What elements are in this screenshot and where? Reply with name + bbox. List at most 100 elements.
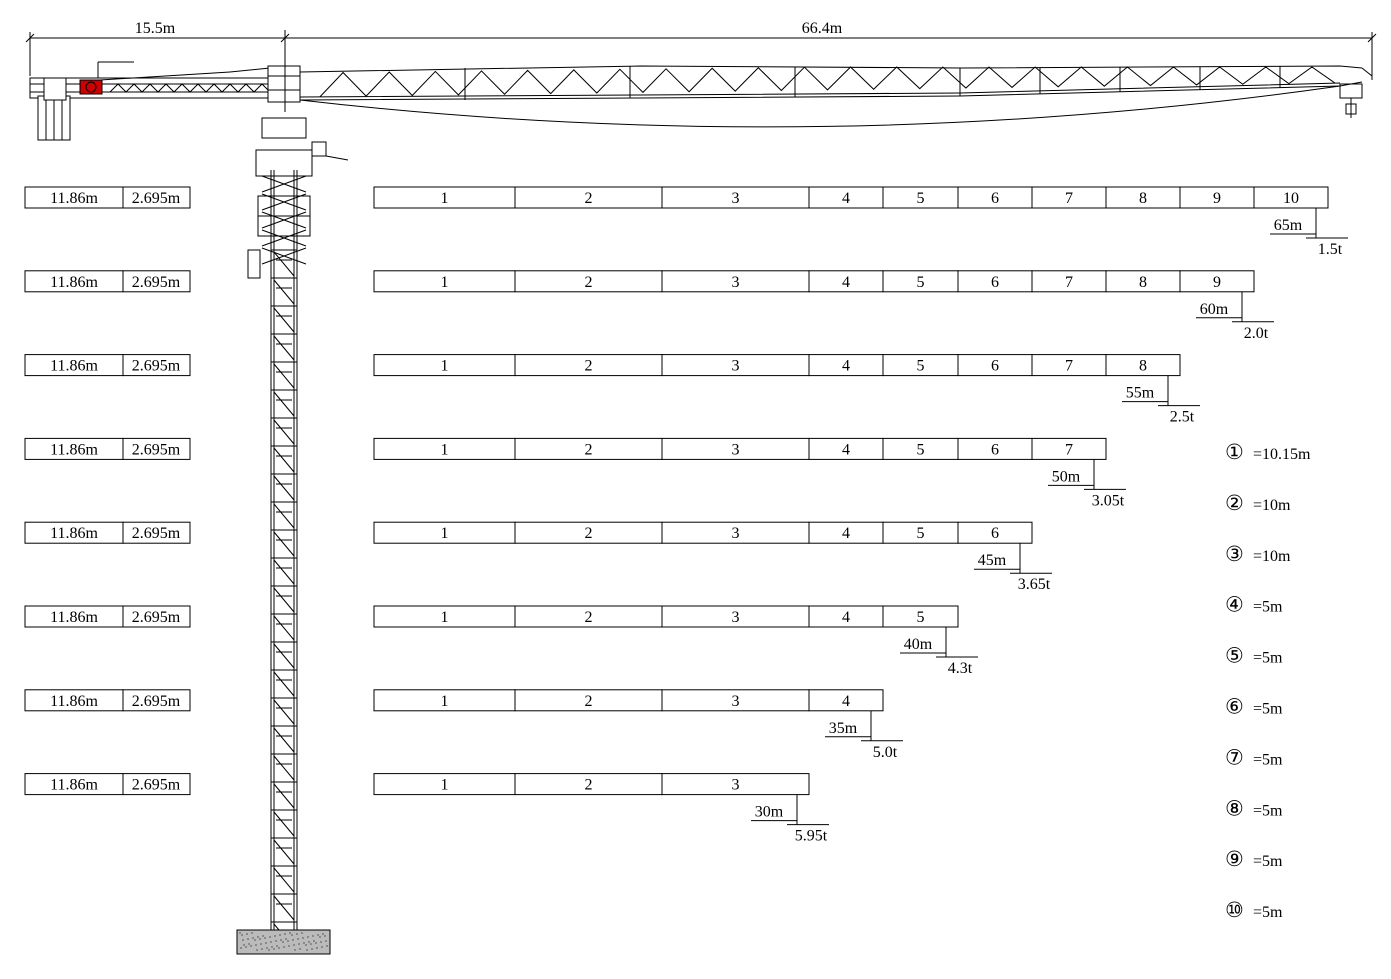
jib-section-number: 1: [441, 777, 449, 794]
jib-section-number: 5: [917, 609, 925, 626]
legend-item: ⑥=5m: [1225, 695, 1283, 719]
radius-label: 50m: [1052, 468, 1081, 485]
section-legend: ①=10.15m②=10m③=10m④=5m⑤=5m⑥=5m⑦=5m⑧=5m⑨=…: [1225, 440, 1311, 922]
jib-section-number: 5: [917, 190, 925, 207]
tower-mast: [270, 170, 298, 930]
jib-section-number: 4: [842, 693, 850, 710]
legend-item: ⑦=5m: [1225, 745, 1283, 769]
jib-section-number: 3: [732, 358, 740, 375]
legend-value: =5m: [1253, 701, 1283, 718]
slewing-head: [247, 30, 349, 279]
counterweight-length: 11.86m: [50, 441, 98, 458]
legend-value: =10.15m: [1253, 446, 1311, 463]
jib-section-number: 5: [917, 525, 925, 542]
legend-symbol: ⑨: [1225, 847, 1244, 871]
counterweight-length: 11.86m: [50, 358, 98, 375]
jib-section-box: [661, 773, 810, 796]
jib-section-number: 8: [1139, 190, 1147, 207]
jib-section-box: [1179, 270, 1255, 293]
jib-section-number: 3: [732, 525, 740, 542]
jib-section-number: 7: [1065, 274, 1073, 291]
jib-section-number: 4: [842, 274, 850, 291]
legend-symbol: ⑤: [1225, 644, 1244, 668]
jib-section-number: 2: [585, 358, 593, 375]
radius-label: 60m: [1200, 301, 1229, 318]
jib-section-number: 9: [1213, 190, 1221, 207]
jib-section-number: 1: [441, 441, 449, 458]
counterweight-length: 11.86m: [50, 609, 98, 626]
load-label: 2.0t: [1244, 325, 1269, 342]
legend-item: ⑩=5m: [1225, 898, 1283, 922]
jib-section-box: [957, 521, 1033, 544]
counterweight-mass: 2.695m: [132, 693, 181, 710]
jib-section-number: 1: [441, 525, 449, 542]
jib-section-number: 2: [585, 441, 593, 458]
jib-section-number: 2: [585, 525, 593, 542]
counterweight-mass: 2.695m: [132, 525, 181, 542]
legend-item: ②=10m: [1225, 491, 1291, 515]
jib-section-number: 2: [585, 190, 593, 207]
jib-section-box: [808, 689, 884, 712]
jib-section-number: 2: [585, 274, 593, 291]
jib-section-number: 10: [1283, 190, 1299, 207]
radius-label: 40m: [904, 636, 933, 653]
counterweight-box: [122, 437, 191, 460]
counterweight-length: 11.86m: [50, 190, 98, 207]
jib-section-number: 4: [842, 358, 850, 375]
jib-section-number: 5: [917, 274, 925, 291]
jib-section-number: 8: [1139, 358, 1147, 375]
jib-section-box: [1105, 354, 1181, 377]
jib-section-number: 3: [732, 274, 740, 291]
legend-symbol: ③: [1225, 542, 1244, 566]
load-label: 5.95t: [795, 828, 828, 845]
legend-item: ③ =10m: [1225, 542, 1291, 566]
jib-tip: [1339, 67, 1373, 118]
jib-section-number: 7: [1065, 190, 1073, 207]
legend-value: =10m: [1253, 548, 1291, 565]
counter-jib: [29, 61, 271, 99]
jib: [299, 65, 1363, 128]
jib-section-box: [1253, 186, 1329, 209]
jib-section-number: 2: [585, 777, 593, 794]
legend-value: =5m: [1253, 802, 1283, 819]
counterweight-box: [122, 773, 191, 796]
legend-item: ④=5m: [1225, 593, 1283, 617]
jib-section-number: 6: [991, 441, 999, 458]
legend-symbol: ⑩: [1225, 898, 1244, 922]
jib-lacing: [319, 66, 1336, 98]
jib-section-number: 2: [585, 609, 593, 626]
legend-item: ①=10.15m: [1225, 440, 1311, 464]
load-label: 3.65t: [1018, 576, 1051, 593]
counterweight-mass: 2.695m: [132, 441, 181, 458]
radius-label: 45m: [978, 552, 1007, 569]
counterweight-box: [122, 354, 191, 377]
counterweight-mass: 2.695m: [132, 609, 181, 626]
jib-section-number: 6: [991, 274, 999, 291]
legend-item: ⑤=5m: [1225, 644, 1283, 668]
jib-section-number: 6: [991, 190, 999, 207]
load-label: 2.5t: [1170, 409, 1195, 426]
jib-section-number: 3: [732, 777, 740, 794]
counterweights: [37, 77, 71, 141]
jib-section-number: 1: [441, 693, 449, 710]
jib-section-number: 1: [441, 609, 449, 626]
radius-label: 30m: [755, 804, 784, 821]
jib-section-number: 6: [991, 525, 999, 542]
legend-value: =5m: [1253, 599, 1283, 616]
jib-length: 66.4m: [802, 20, 843, 37]
jib-section-number: 2: [585, 693, 593, 710]
counterweight-length: 11.86m: [50, 274, 98, 291]
counterweight-length: 11.86m: [50, 525, 98, 542]
jib-section-number: 4: [842, 441, 850, 458]
mast-lacing: [261, 175, 307, 949]
load-label: 5.0t: [873, 744, 898, 761]
jib-section-number: 4: [842, 525, 850, 542]
jib-section-number: 3: [732, 609, 740, 626]
legend-symbol: ②: [1225, 491, 1244, 515]
legend-item: ⑧=5m: [1225, 796, 1283, 820]
